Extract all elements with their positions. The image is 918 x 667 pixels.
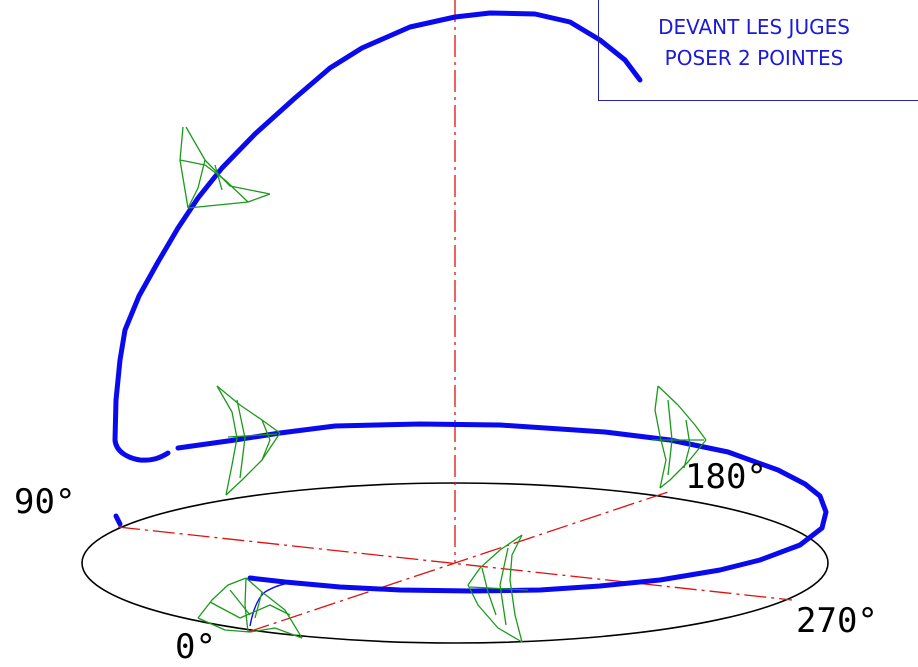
angle-label-270: 270° xyxy=(796,601,878,641)
angle-label-0: 0° xyxy=(175,627,216,667)
axis-90-270 xyxy=(117,526,793,601)
skater-figure-upper xyxy=(179,126,271,209)
skater-figure-left xyxy=(216,385,281,496)
skater-figures xyxy=(179,126,707,643)
skater-figure-start xyxy=(197,577,303,639)
instruction-line-2: POSER 2 POINTES xyxy=(664,46,844,70)
instruction-note-box: DEVANT LES JUGES POSER 2 POINTES xyxy=(598,0,918,101)
trajectory xyxy=(112,10,829,594)
skater-figure-right xyxy=(652,385,707,489)
angle-label-180: 180° xyxy=(685,457,767,497)
trajectory-entry-curve xyxy=(249,581,296,627)
trajectory-upper-arc xyxy=(112,10,643,463)
angle-label-90: 90° xyxy=(14,482,76,522)
trajectory-main-loop xyxy=(175,421,829,594)
axis-0-180 xyxy=(247,491,669,633)
skater-figure-front xyxy=(467,534,529,643)
trajectory-start-tick xyxy=(113,513,123,527)
instruction-line-1: DEVANT LES JUGES xyxy=(658,15,850,39)
reference-axes xyxy=(117,0,793,633)
